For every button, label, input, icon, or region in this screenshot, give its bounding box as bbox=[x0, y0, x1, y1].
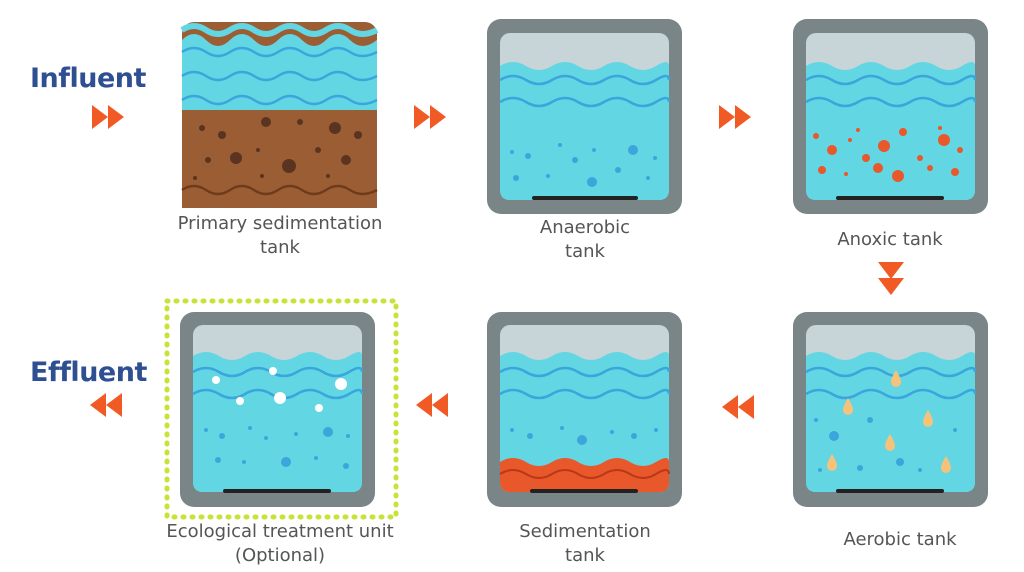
double-arrow-right-icon bbox=[92, 105, 124, 129]
aerobic-tank bbox=[793, 312, 988, 507]
anaerobic-tank bbox=[487, 19, 682, 214]
double-arrow-left-icon bbox=[416, 393, 448, 417]
influent-label: Influent bbox=[30, 63, 146, 94]
tank-label-line1: Anaerobic bbox=[539, 217, 631, 238]
tank-label-line1: Ecological treatment unit bbox=[166, 521, 394, 542]
tank-label-line2: (Optional) bbox=[234, 545, 326, 566]
anoxic-tank bbox=[793, 19, 988, 214]
tank-label-line1: Anoxic tank bbox=[837, 229, 943, 250]
double-arrow-right-icon bbox=[414, 105, 446, 129]
tank-label-line1: Aerobic tank bbox=[843, 529, 957, 550]
sedimentation-tank bbox=[487, 312, 682, 507]
ecological-treatment-unit bbox=[164, 298, 399, 520]
tank-label-aerobic: Aerobic tank bbox=[780, 528, 1020, 552]
tank-label-line2: tank bbox=[260, 237, 300, 258]
tank-label-anoxic: Anoxic tank bbox=[770, 228, 1010, 252]
tank-label-line2: tank bbox=[565, 241, 605, 262]
double-arrow-left-icon bbox=[90, 393, 122, 417]
tank-label-line1: Sedimentation bbox=[519, 521, 651, 542]
effluent-label: Effluent bbox=[30, 357, 147, 388]
tank-label-primary-sedimentation: Primary sedimentation tank bbox=[160, 212, 400, 260]
tank-label-line2: tank bbox=[565, 545, 605, 566]
double-arrow-down-icon bbox=[878, 262, 904, 295]
tank-label-anaerobic: Anaerobic tank bbox=[465, 216, 705, 264]
double-arrow-right-icon bbox=[719, 105, 751, 129]
double-arrow-left-icon bbox=[722, 395, 754, 419]
tank-label-sedimentation: Sedimentation tank bbox=[465, 520, 705, 568]
tank-label-ecological: Ecological treatment unit (Optional) bbox=[140, 520, 420, 568]
tank-label-line1: Primary sedimentation bbox=[177, 213, 383, 234]
primary-sedimentation-tank bbox=[180, 22, 379, 208]
